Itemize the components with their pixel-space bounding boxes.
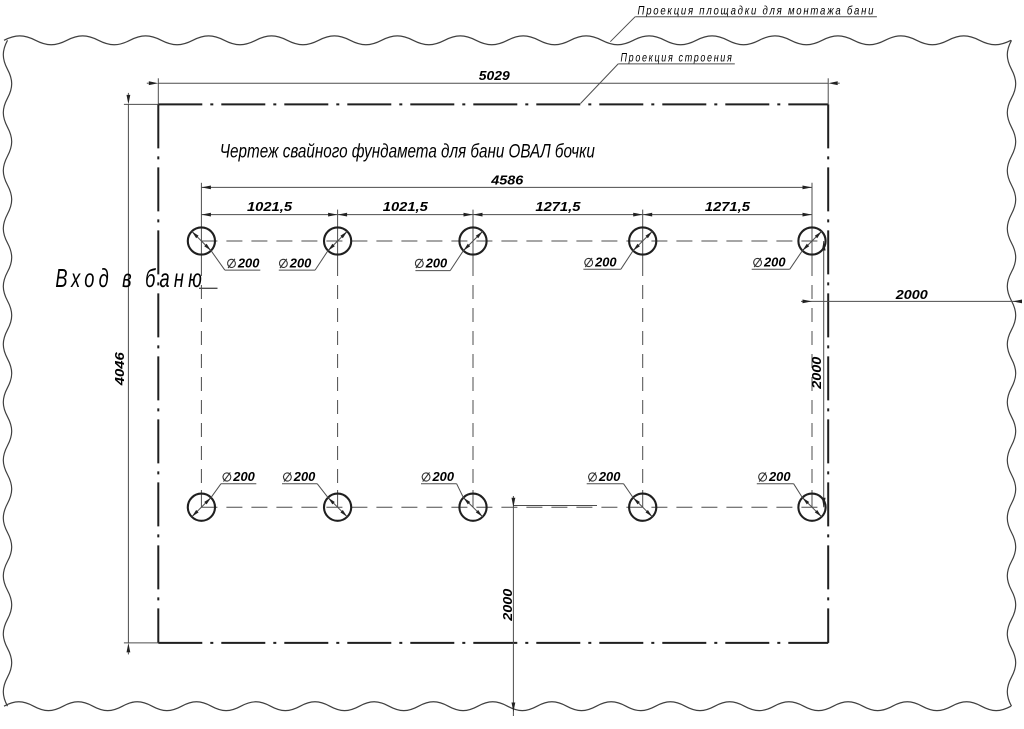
svg-text:4046: 4046 <box>112 351 127 386</box>
svg-text:1021,5: 1021,5 <box>247 199 293 214</box>
svg-text:200: 200 <box>768 469 791 484</box>
svg-text:Чертеж свайного фундамета для: Чертеж свайного фундамета для бани ОВАЛ … <box>220 140 595 162</box>
svg-text:Проекция площадки для монтажа: Проекция площадки для монтажа бани <box>638 5 876 18</box>
svg-text:200: 200 <box>763 255 786 270</box>
svg-text:200: 200 <box>425 255 448 270</box>
svg-text:2000: 2000 <box>895 287 929 302</box>
svg-text:2000: 2000 <box>809 356 824 390</box>
svg-text:1271,5: 1271,5 <box>705 199 751 214</box>
svg-text:200: 200 <box>594 255 617 270</box>
svg-text:200: 200 <box>237 255 260 270</box>
svg-text:Вход в баню: Вход в баню <box>55 264 206 293</box>
svg-text:200: 200 <box>293 469 316 484</box>
svg-text:200: 200 <box>232 469 255 484</box>
svg-text:200: 200 <box>289 255 312 270</box>
svg-text:1021,5: 1021,5 <box>383 199 429 214</box>
svg-text:200: 200 <box>598 469 621 484</box>
svg-text:2000: 2000 <box>500 588 515 622</box>
svg-text:1271,5: 1271,5 <box>535 199 581 214</box>
svg-text:4586: 4586 <box>490 173 524 188</box>
svg-text:5029: 5029 <box>479 68 511 83</box>
svg-text:200: 200 <box>432 469 455 484</box>
svg-text:Проекция строения: Проекция строения <box>621 51 734 65</box>
